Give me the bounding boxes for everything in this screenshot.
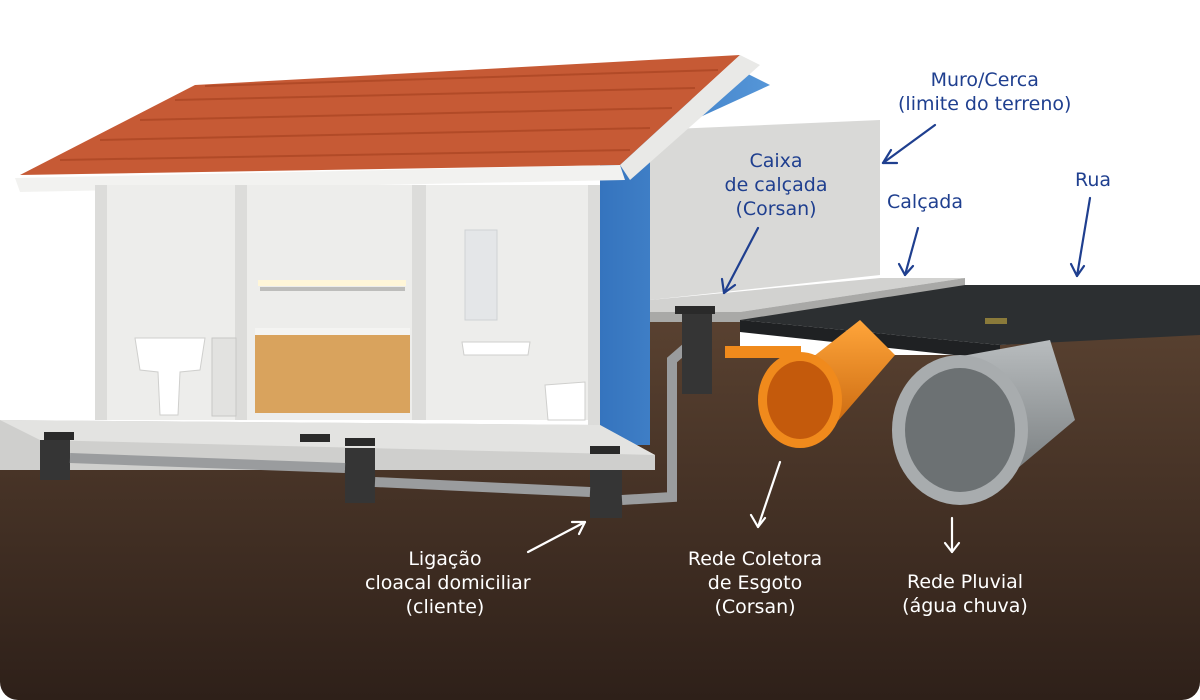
label-caixa-calcada: Caixa de calçada (Corsan) — [716, 149, 836, 221]
arrow-muro — [881, 123, 937, 165]
house-inspection-boxes — [44, 432, 620, 454]
label-ligacao-line-2: cloacal domiciliar — [365, 572, 531, 594]
bathroom-mirror — [464, 229, 498, 321]
laundry-sink — [134, 337, 206, 416]
label-rua-line-1: Rua — [1075, 169, 1112, 191]
label-calcada: Calçada — [887, 190, 963, 214]
label-caixa-line-1: Caixa — [749, 150, 803, 172]
arrow-caixa — [720, 226, 760, 295]
label-calcada-line-1: Calçada — [887, 191, 963, 213]
label-ligacao-cloacal: Ligação cloacal domiciliar (cliente) — [365, 547, 531, 619]
label-pluvial-line-2: (água chuva) — [902, 595, 1028, 617]
arrow-coletora — [749, 460, 782, 529]
storm-drain-pipe — [892, 340, 1075, 505]
kitchen-cabinet — [255, 333, 410, 413]
arrow-pluvial — [943, 516, 961, 554]
sidewalk-inspection-box — [675, 306, 715, 394]
toilet — [544, 381, 586, 421]
label-muro-line-2: (limite do terreno) — [898, 93, 1072, 115]
boundary-wall — [650, 120, 880, 300]
arrow-ligacao — [526, 520, 587, 554]
label-coletora-line-2: de Esgoto — [707, 572, 803, 594]
label-ligacao-line-3: (cliente) — [405, 596, 485, 618]
label-rua: Rua — [1075, 168, 1111, 192]
washing-machine — [211, 337, 237, 417]
label-rede-pluvial: Rede Pluvial (água chuva) — [890, 570, 1040, 618]
label-pluvial-line-1: Rede Pluvial — [906, 571, 1024, 593]
sidewalk — [650, 278, 965, 312]
arrow-calcada — [897, 226, 920, 277]
label-caixa-line-3: (Corsan) — [735, 198, 817, 220]
arrow-rua — [1069, 196, 1092, 278]
label-muro-line-1: Muro/Cerca — [930, 69, 1039, 91]
label-coletora-line-1: Rede Coletora — [687, 548, 823, 570]
label-rede-coletora: Rede Coletora de Esgoto (Corsan) — [675, 547, 835, 619]
bathroom-sink — [461, 341, 531, 356]
label-caixa-line-2: de calçada — [724, 174, 828, 196]
label-coletora-line-3: (Corsan) — [714, 596, 796, 618]
road-manhole — [985, 318, 1007, 324]
kitchen-light — [258, 280, 406, 286]
label-muro-cerca: Muro/Cerca (limite do terreno) — [898, 68, 1071, 116]
sewer-collector-pipe — [725, 320, 895, 448]
label-ligacao-line-1: Ligação — [408, 548, 482, 570]
